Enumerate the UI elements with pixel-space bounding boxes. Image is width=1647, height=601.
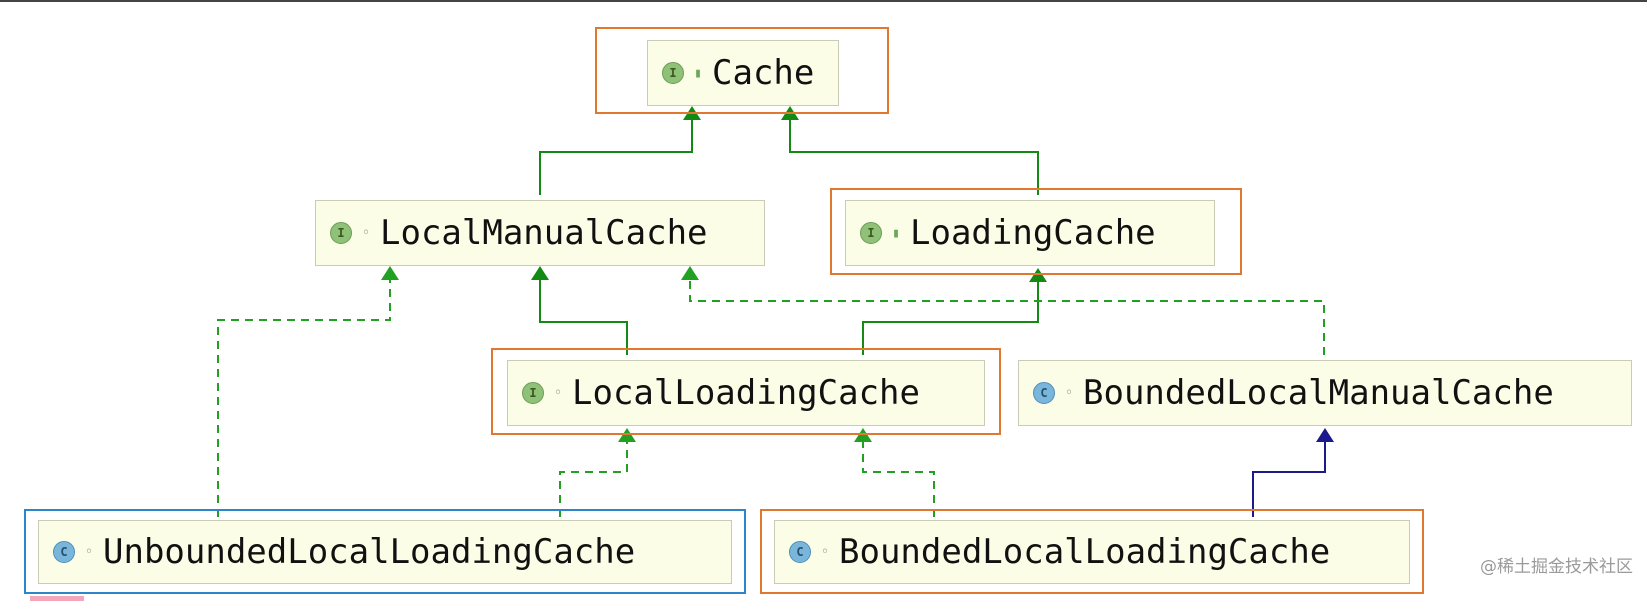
edge-unbounded-localloadingcache [559, 442, 628, 517]
top-border-line [0, 0, 1647, 2]
edge-loadingcache-cache [789, 120, 1039, 195]
class-icon: C [789, 541, 811, 563]
interface-icon: I [860, 222, 882, 244]
node-cache[interactable]: I ▮ Cache [647, 40, 839, 106]
interface-icon: I [330, 222, 352, 244]
visibility-dot-icon: ◦ [553, 385, 563, 401]
pink-marker [30, 596, 84, 601]
edge-localmanualcache-cache [539, 120, 693, 195]
arrowhead-boundedlocalmanualcache [1316, 428, 1334, 442]
interface-icon: I [662, 62, 684, 84]
arrowhead-localmanualcache-right [681, 266, 699, 280]
edge-localloadingcache-localmanualcache [539, 280, 628, 355]
node-label: LocalLoadingCache [572, 373, 920, 413]
arrowhead-loadingcache [1029, 268, 1047, 282]
node-loadingcache[interactable]: I ▮ LoadingCache [845, 200, 1215, 266]
node-unboundedlocalloadingcache[interactable]: C ◦ UnboundedLocalLoadingCache [38, 520, 732, 584]
watermark-text: @稀土掘金技术社区 [1480, 557, 1633, 577]
node-label: UnboundedLocalLoadingCache [103, 532, 636, 572]
node-label: LoadingCache [910, 213, 1156, 253]
edge-localloadingcache-loadingcache [862, 282, 1039, 355]
highlight-frame-cache [595, 27, 889, 114]
edge-boundedlocalmanualcache-localmanualcache [689, 280, 1325, 355]
class-icon: C [1033, 382, 1055, 404]
edge-unbounded-localmanualcache [217, 280, 391, 517]
highlight-frame-unboundedlocalloadingcache [24, 509, 746, 594]
lock-icon: ▮ [694, 65, 702, 81]
arrowhead-localloadingcache-left [618, 428, 636, 442]
node-label: Cache [712, 53, 815, 93]
highlight-frame-localloadingcache [491, 348, 1001, 435]
interface-icon: I [522, 382, 544, 404]
highlight-frame-loadingcache [830, 188, 1242, 275]
node-localloadingcache[interactable]: I ◦ LocalLoadingCache [507, 360, 985, 426]
visibility-dot-icon: ◦ [1064, 385, 1074, 401]
node-boundedlocalmanualcache[interactable]: C ◦ BoundedLocalManualCache [1018, 360, 1632, 426]
lock-icon: ▮ [892, 225, 900, 241]
edge-boundedlocalloadingcache-localloadingcache [862, 442, 935, 517]
arrowhead-localmanualcache-left [381, 266, 399, 280]
visibility-dot-icon: ◦ [361, 225, 371, 241]
highlight-frame-boundedlocalloadingcache [760, 509, 1424, 594]
visibility-dot-icon: ◦ [84, 544, 94, 560]
node-label: LocalManualCache [380, 213, 708, 253]
node-localmanualcache[interactable]: I ◦ LocalManualCache [315, 200, 765, 266]
arrowhead-localloadingcache-right [854, 428, 872, 442]
arrowhead-localmanualcache-mid [531, 266, 549, 280]
visibility-dot-icon: ◦ [820, 544, 830, 560]
edge-boundedlocalloadingcache-boundedlocalmanualcache [1252, 440, 1326, 517]
class-icon: C [53, 541, 75, 563]
node-boundedlocalloadingcache[interactable]: C ◦ BoundedLocalLoadingCache [774, 520, 1410, 584]
node-label: BoundedLocalLoadingCache [839, 532, 1331, 572]
node-label: BoundedLocalManualCache [1083, 373, 1554, 413]
